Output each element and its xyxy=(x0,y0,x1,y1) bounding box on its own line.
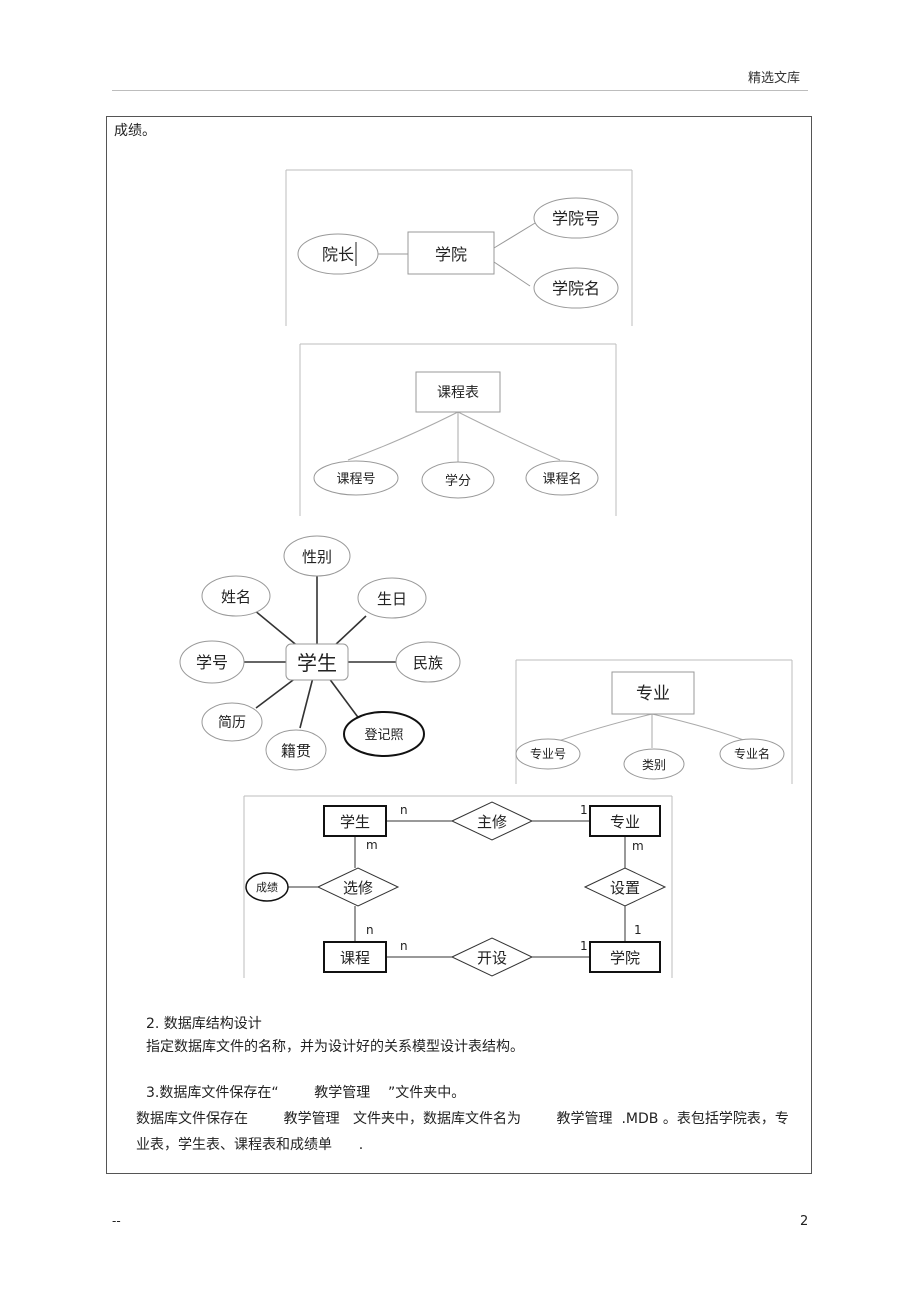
footer-dashes: -- xyxy=(112,1214,121,1228)
major-entity: 专业 xyxy=(611,671,695,715)
college-diagram: 学院 院长 学院号 学院名 xyxy=(285,169,633,326)
er-entity-college: 学院 xyxy=(589,941,661,973)
course-diagram: 课程表 课程号 学分 课程名 xyxy=(299,343,617,516)
college-attr-name: 学院名 xyxy=(533,267,619,309)
course-attr-credit: 学分 xyxy=(421,461,495,499)
er-entity-student-label: 学生 xyxy=(340,813,370,831)
er-entity-major-label: 专业 xyxy=(610,813,640,831)
content-frame xyxy=(106,116,812,1174)
college-attr-name-label: 学院名 xyxy=(552,279,600,298)
er-attr-grade: 成绩 xyxy=(245,872,289,902)
student-attr-gender: 性别 xyxy=(283,535,351,577)
er-entity-student: 学生 xyxy=(323,805,387,837)
card-student-elective: m xyxy=(366,838,378,852)
course-entity-label: 课程表 xyxy=(437,385,479,401)
card-college-setup: 1 xyxy=(634,923,642,937)
student-attr-number: 学号 xyxy=(179,640,245,684)
major-attr-id: 专业号 xyxy=(515,738,581,770)
student-attr-birthday: 生日 xyxy=(357,577,427,619)
major-entity-label: 专业 xyxy=(636,684,670,704)
er-diagram: 学生 专业 课程 学院 主修 选修 设置 开设 成绩 n 1 m n m 1 n… xyxy=(243,795,673,978)
major-attr-category: 类别 xyxy=(623,748,685,780)
student-attr-name: 姓名 xyxy=(201,575,271,617)
er-attr-grade-label: 成绩 xyxy=(256,881,278,894)
major-attr-id-label: 专业号 xyxy=(530,746,566,761)
student-diagram: 学生 性别 姓名 生日 学号 民族 简历 籍贯 登记照 xyxy=(179,535,461,771)
er-relation-setup-label: 设置 xyxy=(610,879,640,897)
student-attr-hometown: 籍贯 xyxy=(265,729,327,771)
card-course-offer: n xyxy=(400,939,408,953)
major-attr-name-label: 专业名 xyxy=(734,746,770,761)
course-attr-id-label: 课程号 xyxy=(336,472,375,487)
card-student-major: n xyxy=(400,803,408,817)
er-relation-setup: 设置 xyxy=(583,867,667,907)
course-attr-name: 课程名 xyxy=(525,460,599,496)
student-attr-resume: 简历 xyxy=(201,702,263,742)
card-major-setup: m xyxy=(632,839,644,853)
er-entity-course: 课程 xyxy=(323,941,387,973)
student-attr-number-label: 学号 xyxy=(196,653,228,672)
major-diagram: 专业 专业号 类别 专业名 xyxy=(515,659,793,784)
college-attr-dean-label: 院长 xyxy=(322,245,354,264)
student-attr-ethnicity-label: 民族 xyxy=(413,654,443,672)
page-number: 2 xyxy=(800,1214,809,1229)
section3-heading: 3.数据库文件保存在“ 教学管理 ”文件夹中。 xyxy=(146,1085,466,1101)
er-relation-major-study: 主修 xyxy=(450,801,534,841)
student-attr-birthday-label: 生日 xyxy=(377,590,407,608)
er-relation-major-study-label: 主修 xyxy=(477,813,507,831)
er-entity-course-label: 课程 xyxy=(340,949,370,967)
section2-heading: 2. 数据库结构设计 xyxy=(146,1016,262,1032)
course-attr-credit-label: 学分 xyxy=(445,473,471,489)
section2-text: 指定数据库文件的名称，并为设计好的关系模型设计表结构。 xyxy=(146,1039,524,1055)
student-attr-ethnicity: 民族 xyxy=(395,641,461,683)
college-entity: 学院 xyxy=(407,231,495,275)
student-entity: 学生 xyxy=(285,643,349,681)
intro-text: 成绩。 xyxy=(114,123,156,139)
header-rule xyxy=(112,90,808,91)
student-attr-hometown-label: 籍贯 xyxy=(281,742,311,760)
major-attr-name: 专业名 xyxy=(719,738,785,770)
course-entity: 课程表 xyxy=(415,371,501,413)
er-relation-offer-label: 开设 xyxy=(477,949,507,967)
student-attr-photo-label: 登记照 xyxy=(364,728,403,743)
er-relation-elective: 选修 xyxy=(316,867,400,907)
course-attr-name-label: 课程名 xyxy=(542,471,581,487)
college-entity-label: 学院 xyxy=(435,245,467,264)
student-attr-resume-label: 简历 xyxy=(218,714,246,731)
card-college-offer: 1 xyxy=(580,939,588,953)
college-attr-dean: 院长 xyxy=(297,233,379,275)
er-relation-elective-label: 选修 xyxy=(343,879,373,897)
student-attr-gender-label: 性别 xyxy=(302,548,332,566)
course-attr-id: 课程号 xyxy=(313,460,399,496)
er-entity-major: 专业 xyxy=(589,805,661,837)
header-label: 精选文库 xyxy=(748,71,801,86)
college-attr-id: 学院号 xyxy=(533,197,619,239)
section3-line1: 数据库文件保存在 教学管理 文件夹中，数据库文件名为 教学管理 .MDB 。表包… xyxy=(136,1111,789,1127)
student-attr-photo: 登记照 xyxy=(343,711,425,757)
card-course-elective: n xyxy=(366,923,374,937)
er-relation-offer: 开设 xyxy=(450,937,534,977)
major-attr-category-label: 类别 xyxy=(642,758,666,772)
card-major-student: 1 xyxy=(580,803,588,817)
section3-line2: 业表，学生表、课程表和成绩单 . xyxy=(136,1137,364,1153)
student-entity-label: 学生 xyxy=(297,651,337,675)
er-entity-college-label: 学院 xyxy=(610,949,640,967)
college-attr-id-label: 学院号 xyxy=(552,209,600,228)
student-attr-name-label: 姓名 xyxy=(221,588,251,606)
